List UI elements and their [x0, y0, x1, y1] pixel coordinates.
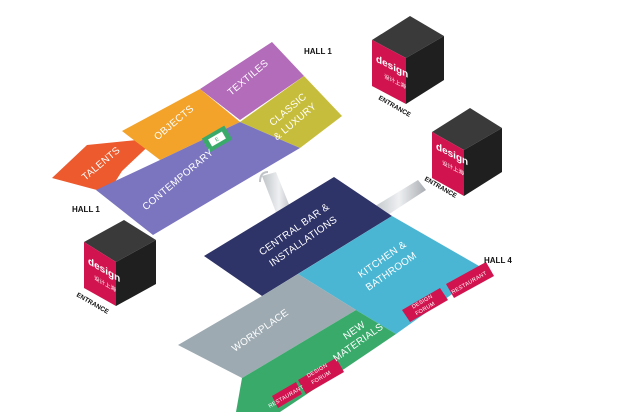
- cube-side-face: [406, 36, 444, 104]
- entrance-cube-middle[interactable]: design 设计上海: [432, 108, 502, 196]
- entrance-cube-left[interactable]: design 设计上海: [84, 220, 156, 306]
- hall-label-4: HALL 4: [484, 256, 512, 265]
- cube-side-face: [464, 128, 502, 196]
- zone-design-forum-a[interactable]: [402, 288, 448, 322]
- zone-textiles[interactable]: [200, 42, 304, 120]
- cube-front-face: [432, 132, 464, 196]
- zone-contemporary[interactable]: [96, 122, 300, 235]
- zone-restaurant-a[interactable]: [446, 262, 494, 298]
- cube-side-face: [116, 240, 156, 306]
- hall-label-top: HALL 1: [304, 47, 332, 56]
- green-marker-inner: [208, 131, 226, 147]
- cube-top-face: [372, 16, 444, 58]
- zone-classic-luxury[interactable]: [240, 76, 342, 148]
- cube-front-face: [84, 242, 116, 306]
- zone-workplace[interactable]: [178, 274, 356, 378]
- zone-new-materials[interactable]: [236, 310, 396, 412]
- zone-design-forum-b[interactable]: [298, 358, 344, 394]
- cube-top-face: [432, 108, 502, 150]
- cube-front-face: [372, 40, 406, 104]
- zone-kitchen-bathroom[interactable]: [298, 216, 486, 334]
- hall-label-left: HALL 1: [72, 205, 100, 214]
- entrance-cube-top[interactable]: design 设计上海: [372, 16, 444, 104]
- zone-talents[interactable]: [52, 138, 157, 193]
- cube-top-face: [84, 220, 156, 262]
- zone-objects[interactable]: [122, 89, 240, 160]
- zone-restaurant-b[interactable]: [272, 382, 302, 408]
- zone-central-bar[interactable]: [204, 177, 392, 296]
- green-marker-label: E: [214, 136, 220, 143]
